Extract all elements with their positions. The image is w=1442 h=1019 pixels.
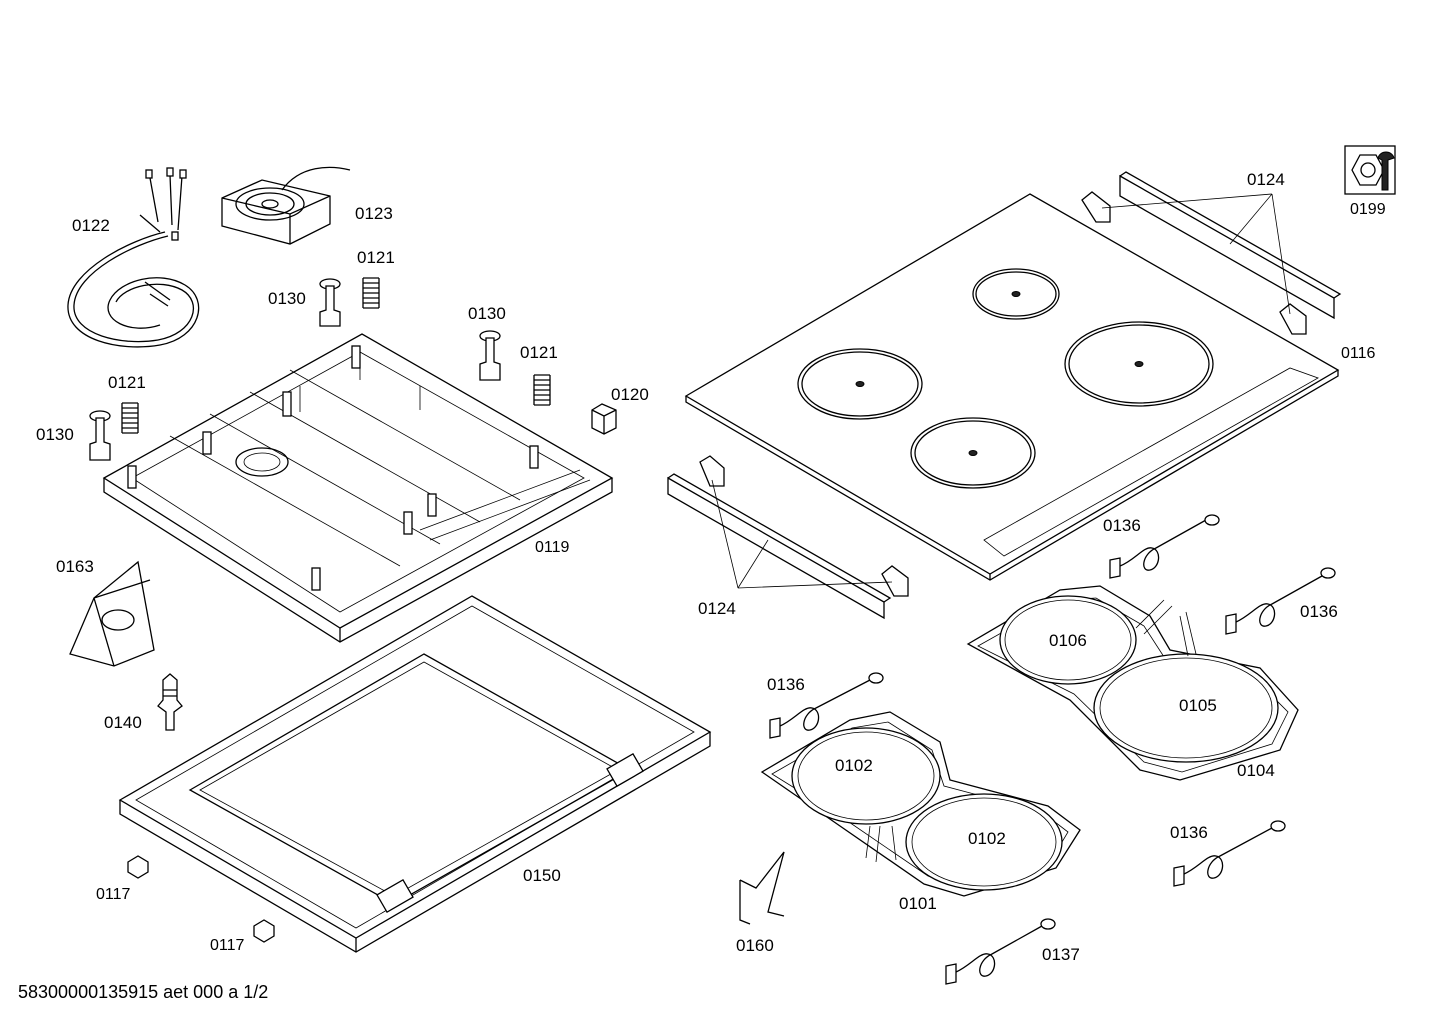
part-0130-foot-left <box>89 410 111 461</box>
label-0106: 0106 <box>1049 631 1087 650</box>
part-0136-probe-a <box>1109 514 1220 579</box>
label-0130-top: 0130 <box>268 289 306 308</box>
label-0140: 0140 <box>104 713 142 732</box>
part-0101-heater-carrier-left <box>760 711 1081 897</box>
label-0105: 0105 <box>1179 696 1217 715</box>
part-0130-foot-top <box>319 278 341 327</box>
label-0150: 0150 <box>523 866 561 885</box>
part-0136-probe-c <box>769 672 884 739</box>
part-0122-cable-harness <box>67 167 200 348</box>
part-0121-spring-mid <box>533 374 551 406</box>
leader-lines-0124 <box>711 193 1291 589</box>
label-0121-left: 0121 <box>108 373 146 392</box>
label-0101: 0101 <box>899 894 937 913</box>
label-0119: 0119 <box>535 539 570 556</box>
part-0104-heater-carrier-right <box>966 585 1299 781</box>
part-0150-mounting-frame <box>118 595 712 953</box>
label-0102-a: 0102 <box>835 756 873 775</box>
label-0120: 0120 <box>611 385 649 404</box>
label-0199: 0199 <box>1350 201 1386 218</box>
part-0117-screw-a <box>127 855 149 879</box>
document-id-footer: 58300000135915 aet 000 a 1/2 <box>18 982 269 1002</box>
part-0136-probe-b <box>1225 567 1336 635</box>
part-0124-bracket-top <box>1081 171 1342 335</box>
label-0136-b: 0136 <box>1300 602 1338 621</box>
label-0116: 0116 <box>1341 345 1376 362</box>
label-0163: 0163 <box>56 557 94 576</box>
label-0117-a: 0117 <box>96 886 131 903</box>
label-0136-c: 0136 <box>767 675 805 694</box>
part-0163-packet <box>69 560 155 667</box>
label-0122: 0122 <box>72 216 110 235</box>
label-0160: 0160 <box>736 936 774 955</box>
part-0119-housing-tray <box>102 333 614 643</box>
part-0121-spring-top <box>362 277 380 309</box>
label-0102-b: 0102 <box>968 829 1006 848</box>
part-0121-spring-left <box>121 402 139 434</box>
label-0124-top: 0124 <box>1247 170 1285 189</box>
part-0136-probe-d <box>1173 820 1286 887</box>
part-0130-foot-mid <box>479 330 501 381</box>
label-0130-mid: 0130 <box>468 304 506 323</box>
part-0124-bracket-bottom <box>667 455 909 620</box>
label-0136-a: 0136 <box>1103 516 1141 535</box>
part-0123-fan <box>221 166 351 245</box>
label-0124-bottom: 0124 <box>698 599 736 618</box>
hex-nut-wrench-icon <box>1344 145 1396 195</box>
part-0137-probe <box>945 918 1056 985</box>
label-0130-left: 0130 <box>36 425 74 444</box>
part-0120-clip <box>591 403 617 435</box>
label-0136-d: 0136 <box>1170 823 1208 842</box>
part-0116-glass-hob <box>684 193 1340 581</box>
part-0160-bracket <box>739 851 785 925</box>
label-0121-top: 0121 <box>357 248 395 267</box>
part-0140-mounting-clip <box>157 673 183 731</box>
label-0117-b: 0117 <box>210 937 245 954</box>
label-0104: 0104 <box>1237 761 1275 780</box>
label-0121-mid: 0121 <box>520 343 558 362</box>
label-0137: 0137 <box>1042 945 1080 964</box>
part-0117-screw-b <box>253 919 275 943</box>
label-0123: 0123 <box>355 204 393 223</box>
